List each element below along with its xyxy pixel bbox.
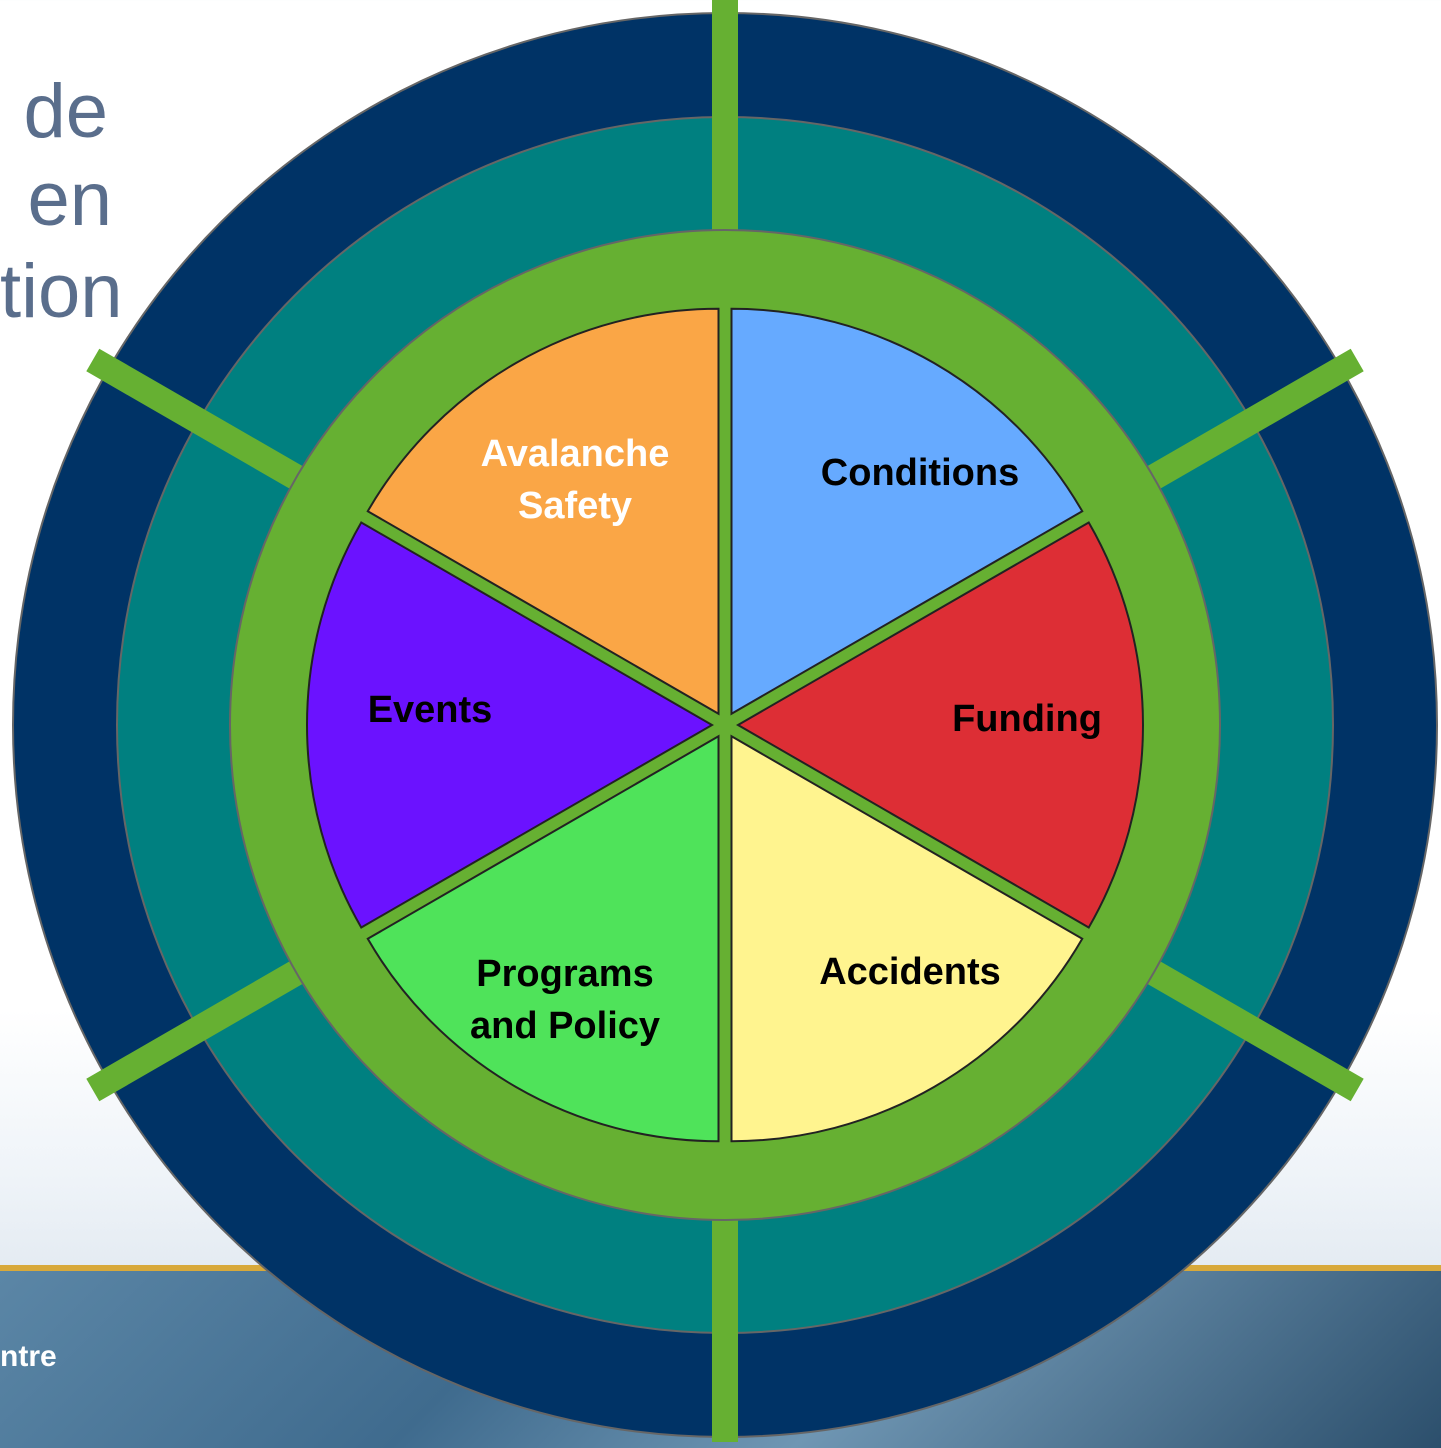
segment-label-programs-line-2: and Policy — [470, 1005, 660, 1047]
segment-label-events: Events — [368, 689, 493, 731]
segment-label-accidents-line-1: Accidents — [819, 951, 1001, 993]
segment-label-conditions: Conditions — [821, 452, 1019, 494]
segment-label-funding: Funding — [952, 698, 1102, 740]
background-text-line-2: en — [27, 157, 112, 242]
segment-programs — [366, 734, 720, 1143]
segment-funding — [736, 521, 1144, 929]
segment-label-avalanche-line-2: Safety — [518, 485, 632, 527]
segment-events — [306, 521, 714, 929]
segment-label-conditions-line-1: Conditions — [821, 452, 1019, 494]
segment-label-events-line-1: Events — [368, 689, 493, 731]
segment-avalanche — [366, 307, 720, 716]
background-text-line-3: tion — [0, 249, 123, 334]
segment-label-avalanche-line-1: Avalanche — [481, 433, 670, 475]
segment-label-programs-line-1: Programs — [476, 953, 653, 995]
segment-label-funding-line-1: Funding — [952, 698, 1102, 740]
segment-conditions — [730, 307, 1084, 716]
footer-text: ntre — [0, 1340, 57, 1373]
segment-label-accidents: Accidents — [819, 951, 1001, 993]
segment-accidents — [730, 734, 1084, 1143]
segment-label-programs: Programs and Policy — [470, 953, 660, 1047]
background-text-line-1: de — [23, 69, 108, 154]
